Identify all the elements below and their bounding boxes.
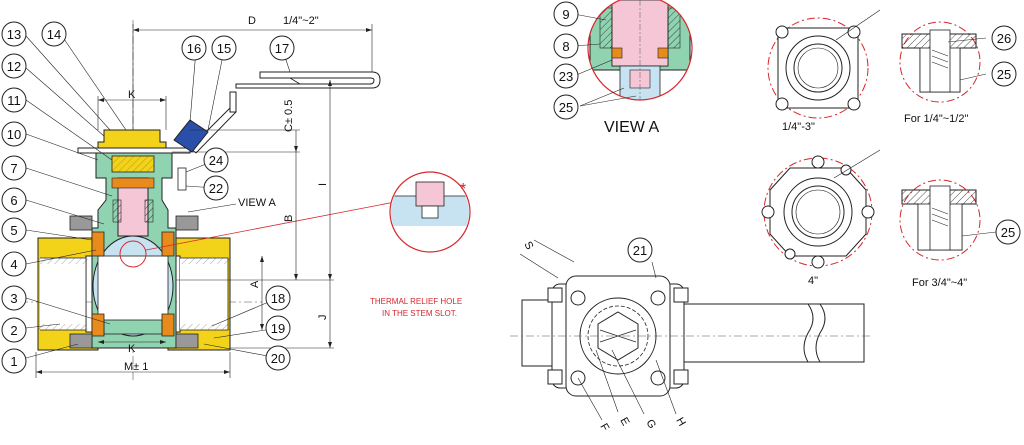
svg-text:20: 20 [271,351,285,366]
svg-text:10: 10 [7,127,21,142]
view-a-detail: 9 8 23 25 VIEW A [553,0,693,136]
dim-J: J [317,315,329,321]
svg-text:4: 4 [10,257,17,272]
callout-14: 14 [41,21,67,47]
svg-text:16: 16 [187,41,201,56]
svg-text:17: 17 [275,41,289,56]
callout-4: 4 [1,251,27,277]
svg-text:11: 11 [7,93,21,108]
thermal-note-line1: THERMAL RELIEF HOLE [370,297,462,306]
end-view: S F E G H 21 [510,237,870,434]
section-view: D 1/4"~2" K K M± 1 C± 0.5 B I A J VIEW A [1,15,396,380]
dim-B: B [283,215,295,222]
callout-10: 10 [1,121,27,147]
svg-text:14: 14 [47,27,61,42]
callout-12: 12 [1,53,27,79]
for-large-caption: For 3/4"~4" [912,277,967,289]
dim-H: H [673,416,687,429]
svg-text:8: 8 [562,39,569,54]
view-a-pointer-label: VIEW A [238,197,277,209]
svg-text:24: 24 [209,153,223,168]
callout-26: 26 [991,25,1017,51]
svg-text:21: 21 [633,243,647,258]
size-small-flange: 1/4"-3" [782,121,815,133]
dim-D-range: 1/4"~2" [283,15,319,27]
callout-2: 2 [1,317,27,343]
dim-S: S [521,240,535,252]
dim-M: M± 1 [124,361,148,373]
callout-13: 13 [1,21,27,47]
callout-7: 7 [1,155,27,181]
dim-C: C± 0.5 [283,100,295,132]
flange-view-large: 4" [761,149,881,287]
svg-text:13: 13 [7,27,21,42]
callout-19: 19 [265,315,291,341]
svg-text:15: 15 [217,41,231,56]
asterisk-mark: * [460,181,466,198]
svg-text:5: 5 [10,223,17,238]
svg-text:3: 3 [10,291,17,306]
handle-lever [77,147,191,154]
callout-15: 15 [211,35,237,61]
callout-23: 23 [553,63,579,89]
svg-text:18: 18 [271,291,285,306]
callout-11: 11 [1,87,27,113]
thermal-relief-detail: * THERMAL RELIEF HOLE IN THE STEM SLOT. [370,171,471,318]
callout-22: 22 [203,175,229,201]
svg-text:25: 25 [997,67,1011,82]
callout-25-view-a: 25 [553,94,579,120]
seat-right [161,231,175,257]
size-large-flange: 4" [808,275,818,287]
callout-20: 20 [265,345,291,371]
flange-view-small: 1/4"-3" [767,9,881,133]
callout-17: 17 [269,35,295,61]
dim-A: A [249,280,261,288]
callout-6: 6 [1,187,27,213]
svg-text:25: 25 [559,100,573,115]
dim-E: E [617,416,631,428]
section-small: 26 25 For 1/4"~1/2" [899,21,1017,125]
seat-left-low [91,313,105,337]
for-small-caption: For 1/4"~1/2" [904,113,968,125]
svg-text:22: 22 [209,181,223,196]
dim-D: D [248,15,256,27]
callout-1: 1 [1,348,27,374]
svg-text:12: 12 [7,59,21,74]
callout-5: 5 [1,217,27,243]
svg-text:6: 6 [10,193,17,208]
lever-grip [173,119,209,153]
svg-text:19: 19 [271,321,285,336]
callout-9: 9 [553,1,579,27]
dim-I: I [317,183,329,186]
svg-text:7: 7 [10,161,17,176]
seat-left [91,231,105,257]
svg-text:25: 25 [1001,225,1015,240]
callout-3: 3 [1,285,27,311]
dim-K-bottom: K [128,343,136,355]
dim-F: F [597,422,611,434]
callout-16: 16 [181,35,207,61]
svg-text:23: 23 [559,69,573,84]
dim-G: G [643,418,658,431]
callout-24: 24 [203,147,229,173]
section-large: 25 For 3/4"~4" [899,179,1021,289]
svg-text:1: 1 [10,354,17,369]
svg-text:26: 26 [997,31,1011,46]
dim-K-top: K [128,89,136,101]
callout-18: 18 [265,285,291,311]
thermal-note-line2: IN THE STEM SLOT. [382,309,457,318]
view-a-title: VIEW A [604,119,659,136]
svg-text:9: 9 [562,7,569,22]
callout-21: 21 [627,237,653,263]
callout-8: 8 [553,33,579,59]
callout-25-small: 25 [991,61,1017,87]
callout-25-large: 25 [995,219,1021,245]
svg-text:2: 2 [10,323,17,338]
seat-right-low [161,313,175,337]
